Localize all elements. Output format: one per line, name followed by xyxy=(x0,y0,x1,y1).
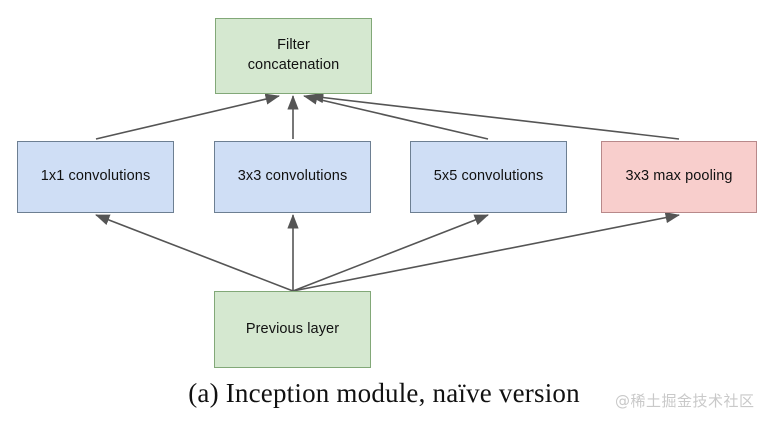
edge-prev-to-conv5x5 xyxy=(292,214,489,292)
edge-conv1x1-to-concat xyxy=(95,93,280,140)
edge-conv5x5-to-concat xyxy=(303,93,489,140)
node-label-conv-5x5: 5x5 convolutions xyxy=(433,168,544,185)
node-conv-3x3: 3x3 convolutions xyxy=(214,141,371,213)
node-conv-1x1: 1x1 convolutions xyxy=(17,141,174,213)
watermark-text: @稀土掘金技术社区 xyxy=(615,392,755,410)
edge-prev-to-maxpool xyxy=(292,212,680,292)
node-conv-5x5: 5x5 convolutions xyxy=(410,141,567,213)
node-max-pool-3x3: 3x3 max pooling xyxy=(601,141,757,213)
node-label-previous-layer: Previous layer xyxy=(245,320,340,337)
node-label-filter-concatenation: Filter concatenation xyxy=(247,37,340,73)
edge-maxpool-to-concat xyxy=(309,91,680,140)
node-label-conv-3x3: 3x3 convolutions xyxy=(237,168,348,185)
figure-caption: (a) Inception module, naïve version xyxy=(188,378,580,408)
node-label-max-pool-3x3: 3x3 max pooling xyxy=(625,168,733,185)
node-label-conv-1x1: 1x1 convolutions xyxy=(40,168,151,185)
node-filter-concatenation: Filter concatenation xyxy=(215,18,372,94)
edge-prev-to-conv1x1 xyxy=(95,214,294,292)
node-previous-layer: Previous layer xyxy=(214,291,371,368)
